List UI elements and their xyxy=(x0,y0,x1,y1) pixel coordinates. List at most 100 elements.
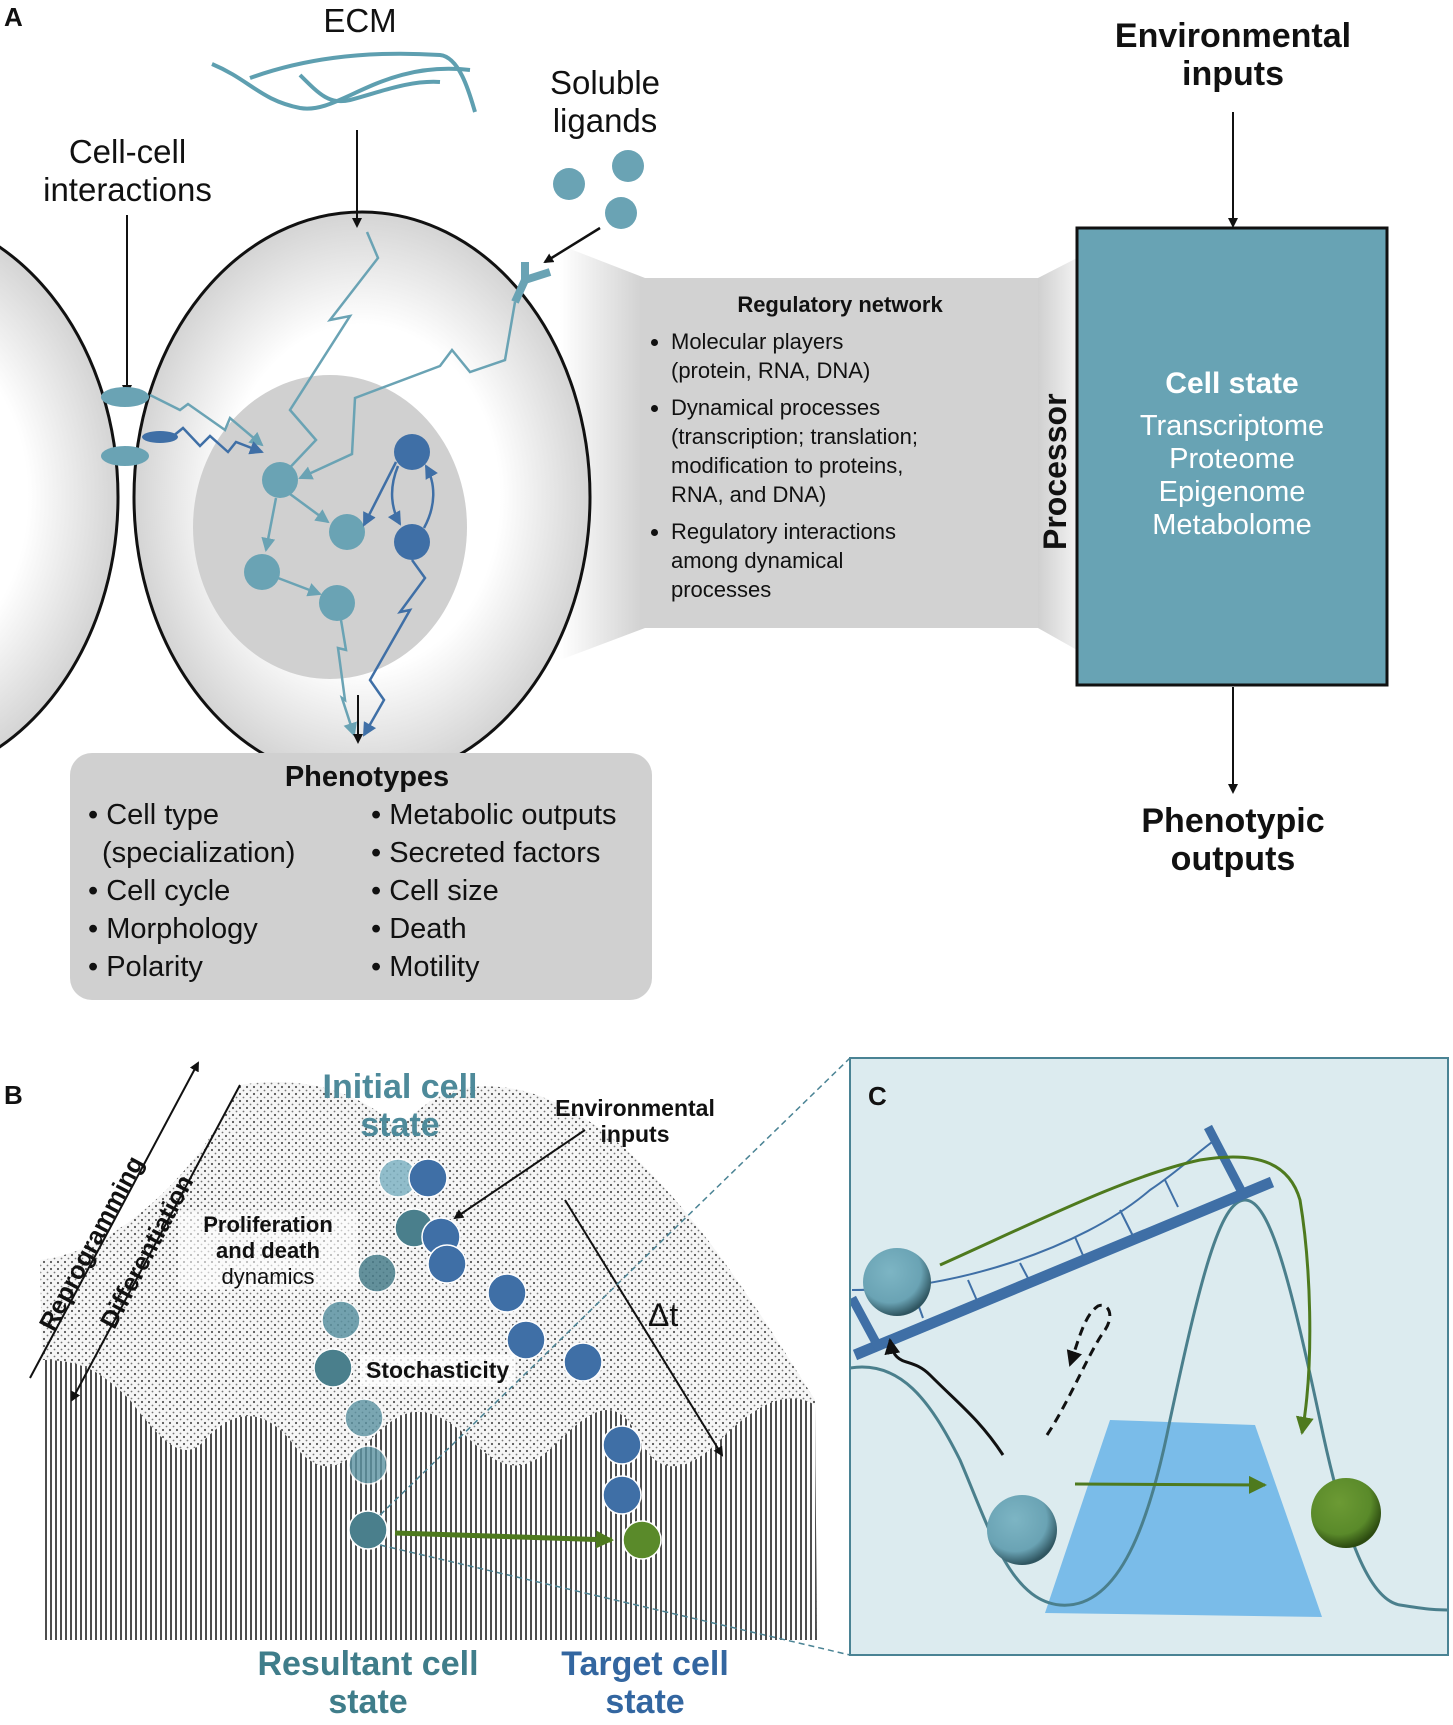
reg-text: modification to proteins, xyxy=(671,453,904,478)
cell-ball-icon xyxy=(487,1273,527,1313)
reg-text: Regulatory interactions xyxy=(671,519,897,544)
node-icon xyxy=(244,554,280,590)
signal-path-ecm xyxy=(278,231,380,480)
node-icon xyxy=(394,524,430,560)
cell-state: Cell state Transcriptome Proteome Epigen… xyxy=(1080,367,1384,542)
cell-ball-on-ladder-icon xyxy=(863,1248,931,1316)
phenotypic-outputs-line2: outputs xyxy=(1170,840,1296,878)
water-region xyxy=(1045,1420,1322,1617)
reg-text: among dynamical xyxy=(671,548,844,573)
phenotype-text: Cell type xyxy=(106,799,220,831)
cell-state-box xyxy=(1075,226,1389,687)
ligand-icon xyxy=(553,168,585,200)
reg-text: Molecular players xyxy=(671,329,844,354)
regulatory-network: Regulatory network Molecular players (pr… xyxy=(645,290,1035,612)
soluble-ligands-label: Soluble ligands xyxy=(520,64,690,140)
reg-text: processes xyxy=(671,577,772,602)
panel-c-label: C xyxy=(868,1081,887,1111)
edge xyxy=(289,492,330,524)
target-trajectory xyxy=(408,1158,662,1560)
ecm-fibers-icon xyxy=(211,51,477,113)
env-inputs-b-line2: inputs xyxy=(600,1121,670,1147)
regulatory-network-nodes xyxy=(244,434,430,621)
differentiation-arrow xyxy=(71,1084,241,1402)
env-inputs-b-line1: Environmental xyxy=(555,1095,715,1121)
junction-protein-icon xyxy=(101,387,149,407)
fluctuation-arrow xyxy=(1045,1303,1112,1436)
resultant-state-label: Resultant cell state xyxy=(228,1645,508,1721)
ligand-arrow xyxy=(543,226,601,264)
cell-ball-in-well-icon xyxy=(987,1495,1057,1565)
reg-item-dynamical-processes: Dynamical processes (transcription; tran… xyxy=(671,393,1035,509)
junction-protein-icon xyxy=(101,446,149,466)
cell-ball-icon xyxy=(602,1425,642,1465)
signal-path-receptor xyxy=(298,301,517,480)
ladder-icon xyxy=(851,1124,1275,1361)
initial-state-label: Initial cell state xyxy=(300,1068,500,1144)
edge xyxy=(362,461,398,527)
node-icon xyxy=(262,462,298,498)
cell-ball-icon xyxy=(321,1300,361,1340)
cell-state-item: Epigenome xyxy=(1158,476,1306,508)
cell-ball-icon xyxy=(357,1253,397,1293)
phenotype-item: Cell cycle xyxy=(102,872,347,910)
cell-state-item: Proteome xyxy=(1169,443,1295,475)
junction-protein-icon xyxy=(142,431,178,443)
node-icon xyxy=(319,585,355,621)
environmental-inputs-label: Environmental inputs xyxy=(1073,17,1393,93)
signal-output-blue xyxy=(362,559,427,737)
target-state-label: Target cell state xyxy=(530,1645,760,1721)
phenotypes-title: Phenotypes xyxy=(284,761,450,793)
target-state-line1: Target cell xyxy=(561,1645,729,1683)
phenotypes-right-list: Metabolic outputs Secreted factors Cell … xyxy=(365,796,617,986)
target-state-line2: state xyxy=(605,1683,685,1721)
cell-ball-icon xyxy=(344,1398,384,1438)
edge xyxy=(261,497,278,552)
cell-ball-icon xyxy=(348,1445,388,1485)
cell-state-item: Metabolome xyxy=(1152,509,1312,541)
stochasticity-label: Stochasticity xyxy=(360,1355,516,1386)
panel-a-label: A xyxy=(4,2,23,32)
cell-ball-icon xyxy=(563,1342,603,1382)
phenotypic-outputs-label: Phenotypic outputs xyxy=(1073,802,1393,878)
cell-ball-icon xyxy=(506,1320,546,1360)
signal-path-junction-2 xyxy=(171,426,264,455)
phenotypes: Phenotypes Cell type (specialization) Cel… xyxy=(82,758,652,986)
green-transition-arrow xyxy=(1074,1475,1267,1494)
phenotype-item: Death xyxy=(385,910,617,948)
env-inputs-line2: inputs xyxy=(1182,55,1284,93)
resultant-trajectory xyxy=(313,1158,434,1550)
cell-ball-icon xyxy=(427,1244,467,1284)
cell-state-item: Transcriptome xyxy=(1139,410,1325,442)
reg-text: (transcription; translation; xyxy=(671,424,918,449)
phenotype-item: Cell size xyxy=(385,872,617,910)
phenotype-item: Metabolic outputs xyxy=(385,796,616,834)
edge xyxy=(277,576,322,597)
soluble-ligands-line2: ligands xyxy=(552,102,658,139)
proliferation-line1: Proliferation xyxy=(203,1212,333,1237)
initial-state-line2: state xyxy=(360,1106,440,1144)
phenotype-text: (specialization) xyxy=(102,837,296,869)
soluble-ligands-line1: Soluble xyxy=(549,64,661,101)
reg-text: RNA, and DNA) xyxy=(671,482,827,507)
resultant-to-target-arrow xyxy=(394,1530,614,1549)
env-inputs-arrow-b xyxy=(453,1129,586,1220)
cell-ball-icon xyxy=(602,1475,642,1515)
receptor-icon xyxy=(511,262,552,304)
node-icon xyxy=(394,434,430,470)
phenotype-item: Motility xyxy=(385,948,617,986)
ecm-label: ECM xyxy=(323,2,397,39)
climb-arrow xyxy=(884,1338,1005,1456)
signal-output-teal xyxy=(336,619,357,737)
cell-state-title: Cell state xyxy=(1165,367,1299,400)
resultant-cell-ball-icon xyxy=(348,1510,388,1550)
ligand-icon xyxy=(612,150,644,182)
phenotype-item: Cell type (specialization) xyxy=(102,796,347,872)
target-ball-icon xyxy=(1311,1478,1381,1548)
edge xyxy=(422,464,438,529)
phenotypic-outputs-line1: Phenotypic xyxy=(1141,802,1325,840)
reg-item-molecular-players: Molecular players (protein, RNA, DNA) xyxy=(671,327,1035,385)
reg-text: (protein, RNA, DNA) xyxy=(671,358,871,383)
env-inputs-line1: Environmental xyxy=(1114,17,1352,55)
